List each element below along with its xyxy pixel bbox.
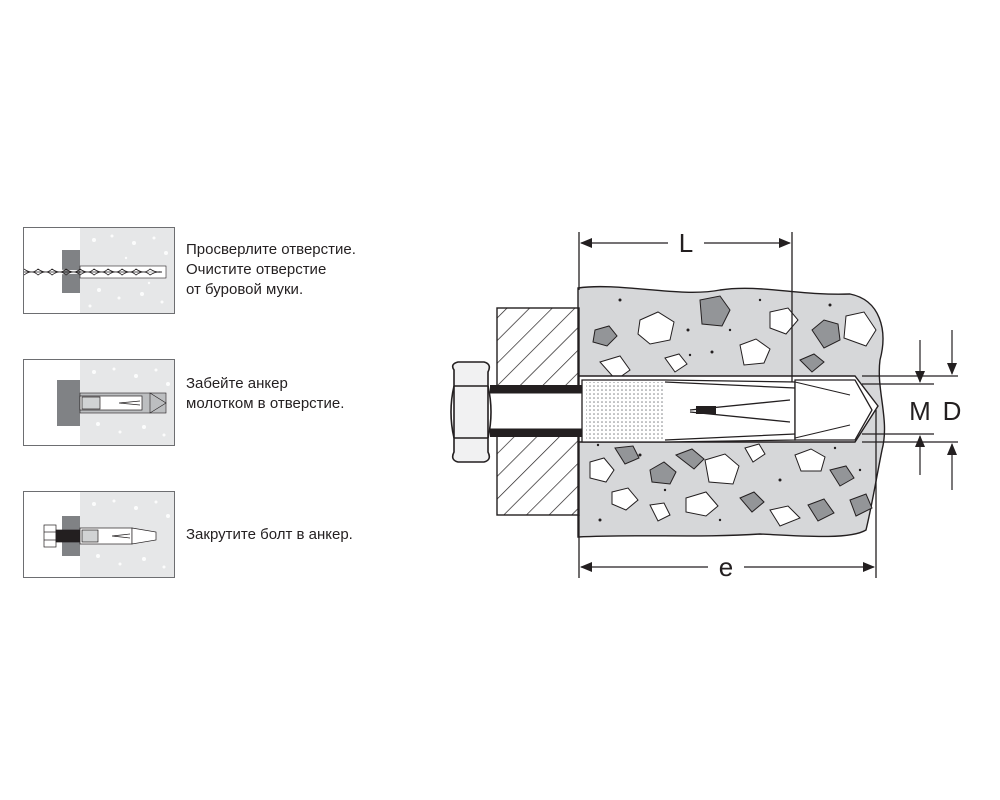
hammer-anchor-illustration: [57, 360, 174, 445]
step-hammer-panel: [23, 359, 175, 446]
drill-hole-illustration: [24, 228, 174, 313]
dimension-M-label: M: [909, 396, 931, 426]
dimension-L: [578, 232, 793, 382]
tighten-bolt-illustration: [43, 492, 174, 577]
hex-bolt-head-icon: [450, 361, 492, 463]
bolt-head-icon: [43, 524, 81, 548]
dimension-e-label: e: [719, 552, 733, 582]
concrete-aggregate: [589, 295, 877, 527]
expansion-cone: [794, 379, 873, 441]
drill-bit-icon: [24, 268, 163, 276]
step-bolt-panel: [23, 491, 175, 578]
step-2-text: Забейте анкер молотком в отверстие.: [186, 375, 345, 412]
dimension-L-label: L: [679, 228, 693, 258]
anchor-sleeve: [581, 379, 796, 443]
step-drill-panel: [23, 227, 175, 314]
dimension-e: [578, 410, 877, 578]
dimension-M-D: [862, 330, 958, 490]
dimension-D-label: D: [943, 396, 962, 426]
step-1-text: Просверлите отверстие. Очистите отверсти…: [186, 241, 356, 298]
step-3-text: Закрутите болт в анкер.: [186, 526, 353, 543]
anchor-sleeve-icon: [79, 395, 143, 411]
concrete-specks: [596, 298, 862, 522]
